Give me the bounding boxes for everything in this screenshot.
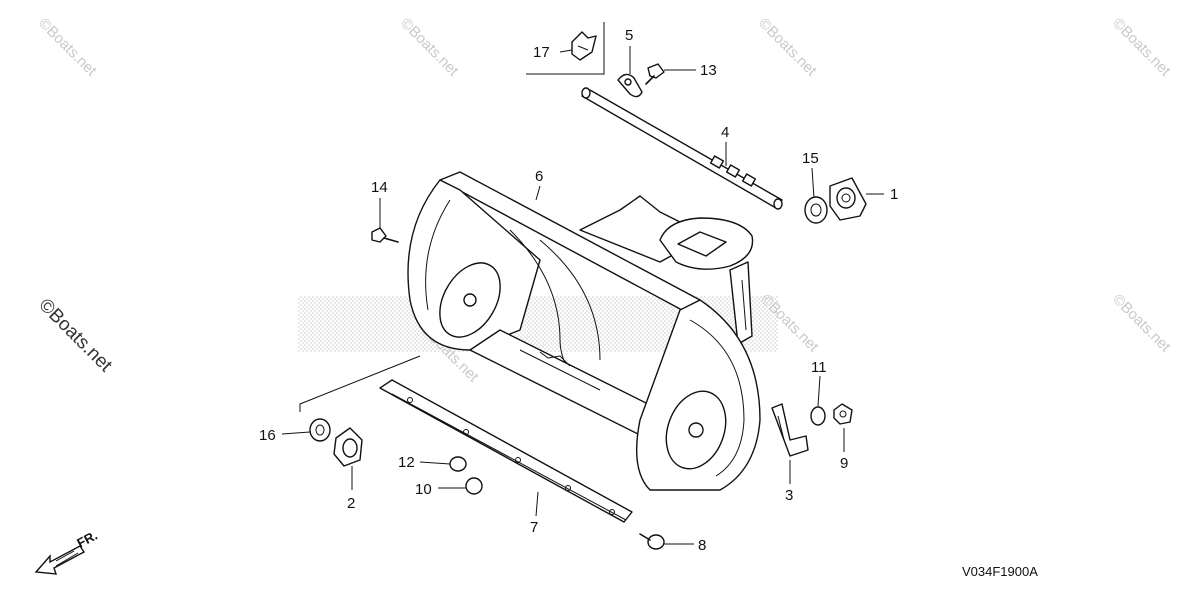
part-10-bolt [465, 477, 483, 495]
part-2-flange [333, 427, 363, 467]
callout-5: 5 [625, 27, 633, 44]
part-14-bolt [371, 227, 399, 243]
callout-labels: 17 5 13 4 15 1 6 14 11 9 3 16 2 12 10 7 … [259, 27, 898, 554]
callout-14: 14 [371, 179, 388, 196]
callout-13: 13 [700, 62, 717, 79]
watermark-text: ©Boats.net [1109, 15, 1174, 80]
callout-17: 17 [533, 44, 550, 61]
callout-1: 1 [890, 186, 898, 203]
part-7-scraper-bar [379, 379, 633, 523]
watermark-side-text: ©Boats.net [34, 295, 116, 377]
front-arrow-icon [34, 545, 86, 575]
leader-lines [281, 46, 884, 545]
callout-10: 10 [415, 481, 432, 498]
callout-12: 12 [398, 454, 415, 471]
callout-9: 9 [840, 455, 848, 472]
part-5-clip [617, 73, 643, 98]
callout-16: 16 [259, 427, 276, 444]
callout-3: 3 [785, 487, 793, 504]
part-17-decal [526, 22, 605, 75]
part-15-bearing [804, 196, 828, 224]
callout-8: 8 [698, 537, 706, 554]
callout-2: 2 [347, 495, 355, 512]
callout-6: 6 [535, 168, 543, 185]
watermark-text: ©Boats.net [397, 15, 462, 80]
front-direction-indicator: FR. [34, 528, 100, 575]
callout-11: 11 [811, 359, 827, 376]
part-6-auger-housing [407, 171, 761, 491]
part-12-nut [449, 456, 467, 472]
part-8-bolt [639, 533, 665, 550]
part-4-auger-shaft [581, 87, 783, 210]
callout-4: 4 [721, 124, 729, 141]
watermark-text: ©Boats.net [35, 15, 100, 80]
part-11-collar [810, 406, 826, 426]
callout-15: 15 [802, 150, 819, 167]
watermark-text: ©Boats.net [1109, 291, 1174, 356]
diagram-code: V034F1900A [962, 564, 1038, 579]
part-3-bracket [771, 403, 809, 457]
part-9-nut [833, 403, 853, 425]
watermark-text: ©Boats.net [755, 15, 820, 80]
callout-7: 7 [530, 519, 538, 536]
part-1-flange [829, 177, 867, 221]
part-13-bolt [645, 63, 665, 85]
part-16-bearing [309, 418, 331, 442]
